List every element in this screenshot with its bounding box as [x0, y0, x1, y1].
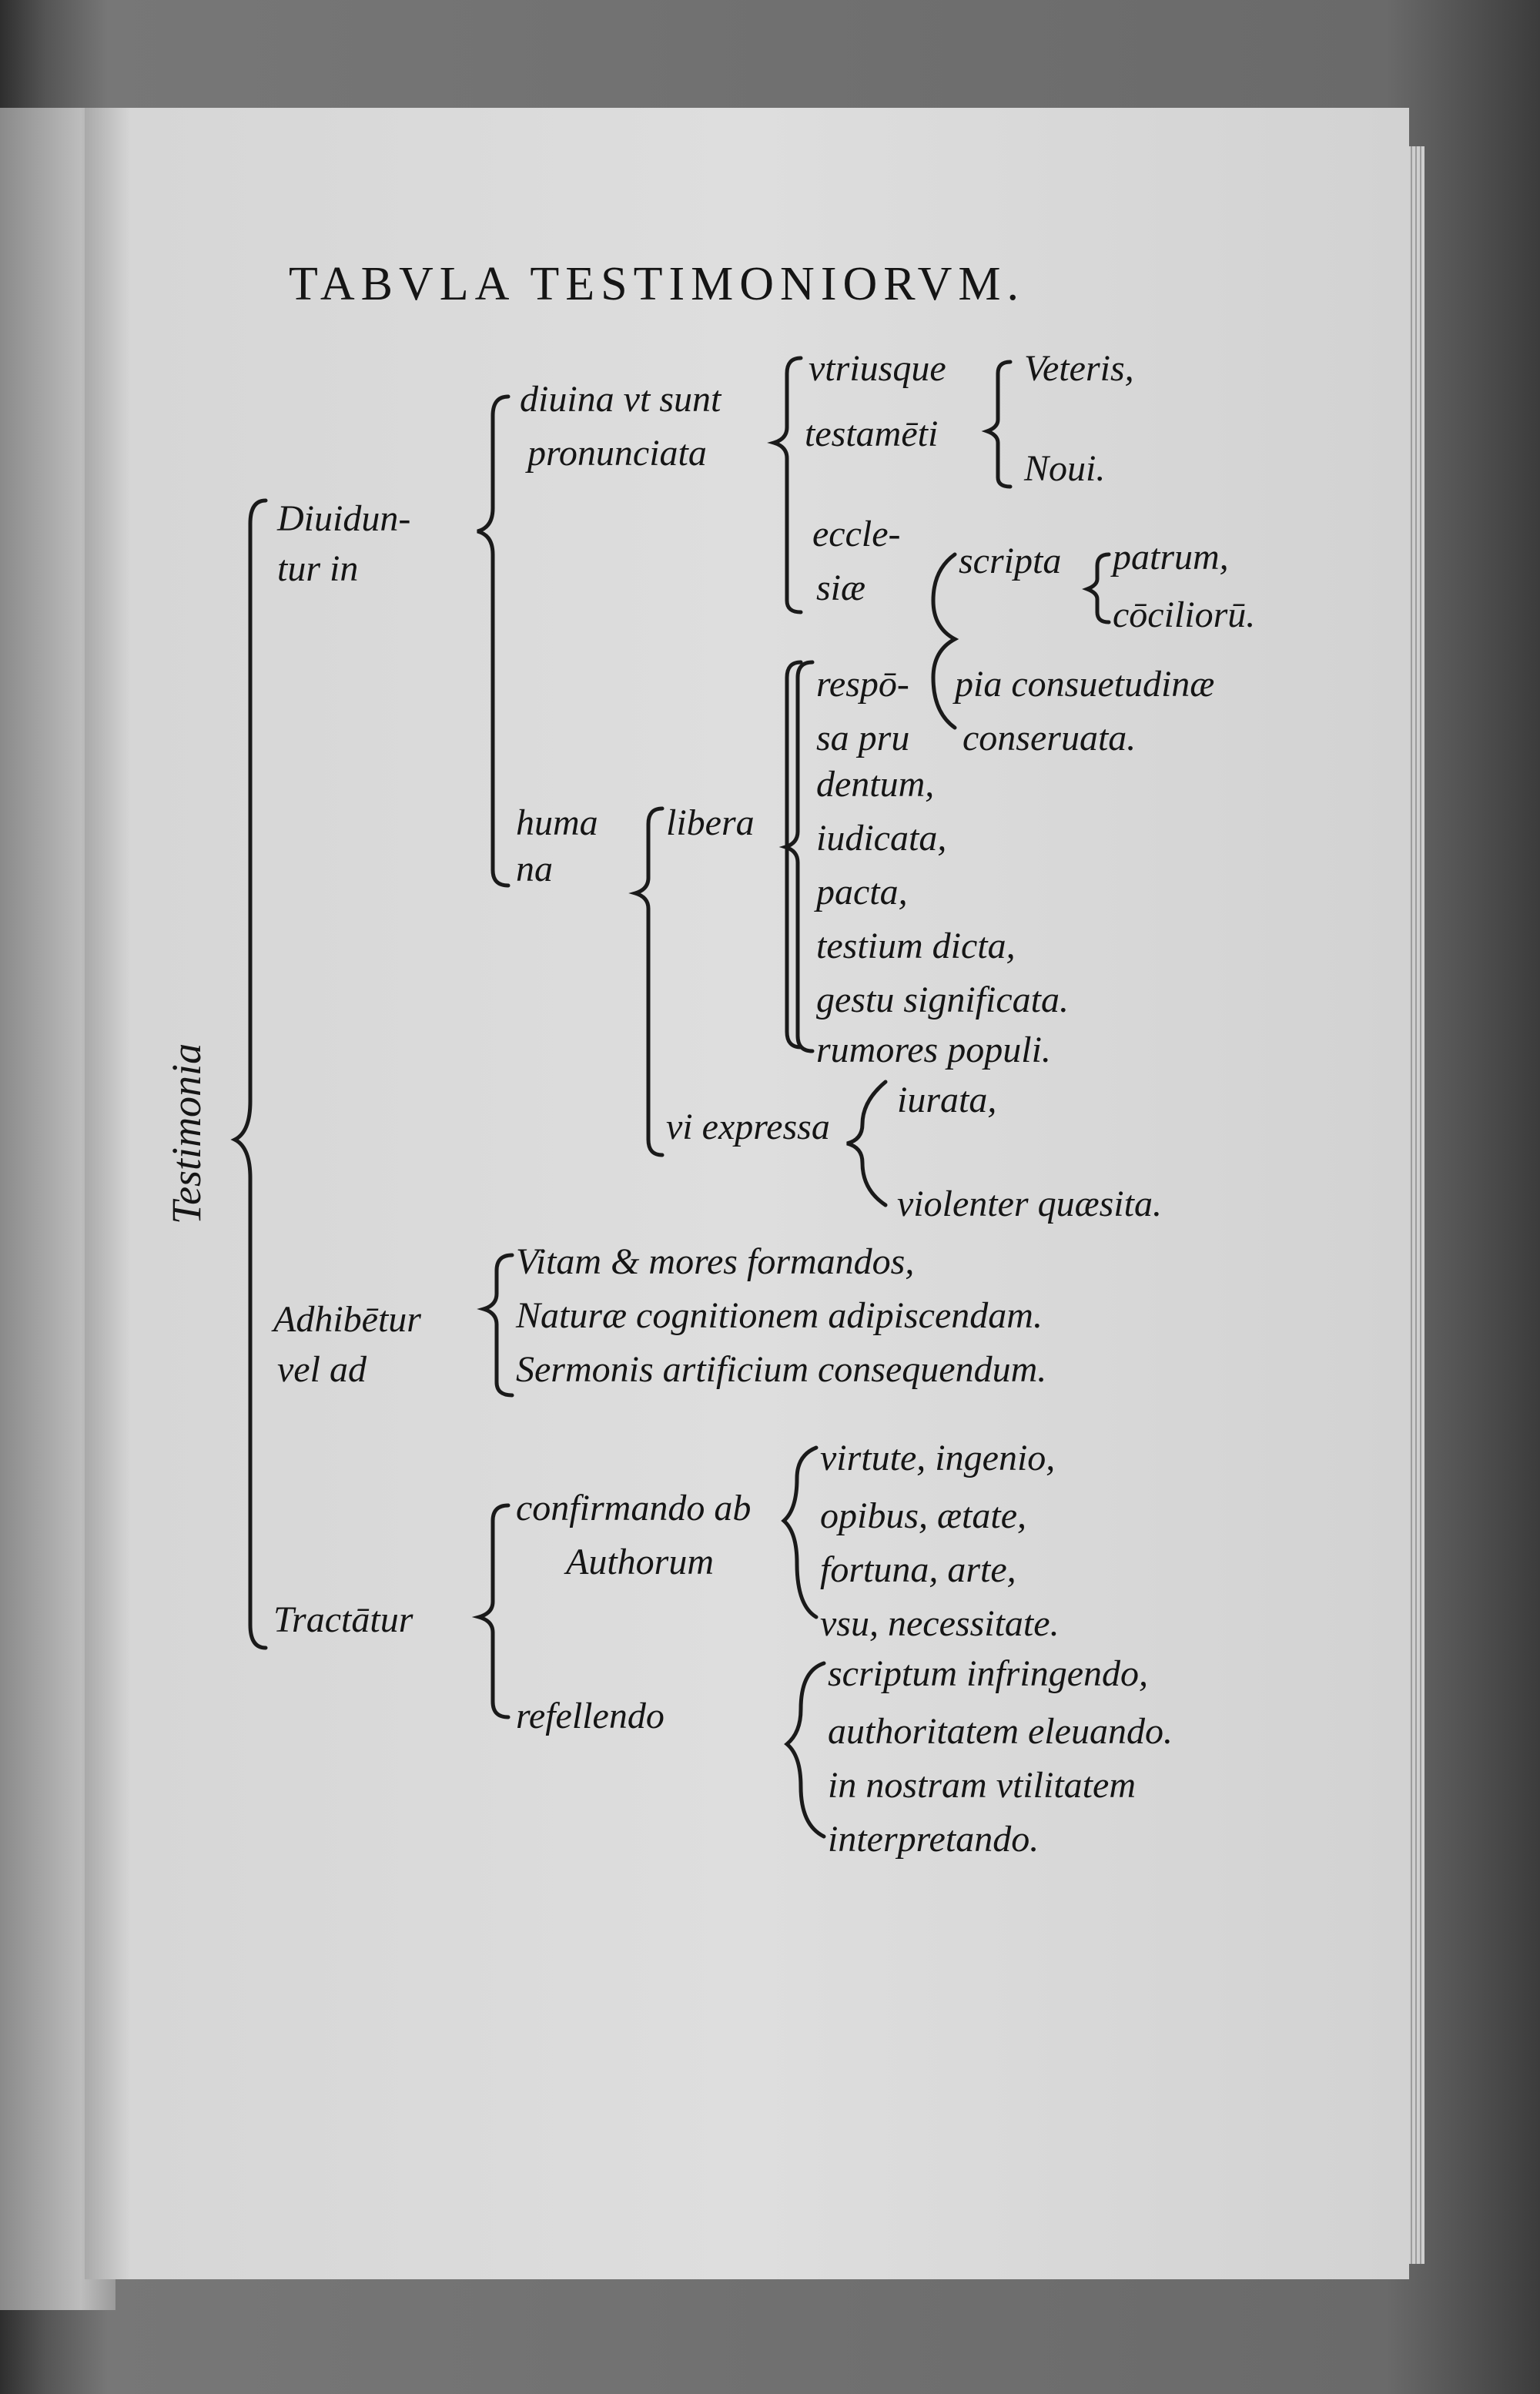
confirmando-item-4: vsu, necessitate. [820, 1603, 1060, 1644]
conciliorum: cōciliorū. [1113, 594, 1256, 635]
diuiduntur-label-line1: Diuidun- [277, 498, 411, 539]
bracket-adhibetur [477, 1253, 514, 1398]
refellendo-item-2: authoritatem eleuando. [828, 1711, 1173, 1752]
vtriusque-line1: vtriusque [808, 348, 946, 389]
bracket-vtriusque [981, 360, 1013, 489]
libera-item-5: pacta, [816, 872, 908, 912]
noui: Noui. [1024, 448, 1106, 489]
libera-item-8: rumores populi. [816, 1030, 1051, 1070]
page-title: TABVLA TESTIMONIORVM. [289, 258, 1026, 310]
confirmando-item-3: fortuna, arte, [820, 1549, 1016, 1590]
libera-item-2: sa pru [816, 718, 910, 758]
refellendo-item-3: in nostram vtilitatem [828, 1765, 1136, 1806]
libera: libera [666, 802, 755, 843]
ecclesiae-line2: siæ [816, 568, 866, 608]
adhibetur-item-2: Naturæ cognitionem adipiscendam. [516, 1295, 1043, 1336]
bracket-libera-items [778, 660, 815, 1053]
bracket-diuiduntur [477, 394, 511, 888]
veteris: Veteris, [1024, 348, 1134, 389]
humana-line1: huma [516, 802, 598, 843]
tractatur-label: Tractātur [273, 1599, 413, 1640]
vi-expressa: vi expressa [666, 1107, 830, 1147]
libera-item-7: gestu significata. [816, 979, 1069, 1020]
bracket-scripta [1082, 552, 1111, 624]
adhibetur-item-1: Vitam & mores formandos, [516, 1241, 915, 1282]
ecclesiae-line1: eccle- [812, 514, 901, 554]
root-label-testimonia: Testimonia [163, 1043, 209, 1224]
diuiduntur-label-line2: tur in [277, 548, 359, 589]
book-page [85, 108, 1409, 2279]
adhibetur-label-line2: vel ad [277, 1349, 367, 1390]
bracket-refellendo [784, 1661, 826, 1839]
confirmando-line1: confirmando ab [516, 1488, 752, 1528]
libera-item-6: testium dicta, [816, 926, 1016, 966]
libera-item-4: iudicata, [816, 818, 947, 859]
refellendo: refellendo [516, 1696, 665, 1736]
libera-item-3: dentum, [816, 764, 935, 805]
bracket-ecclesiae [931, 552, 959, 730]
bracket-testimonia [230, 498, 268, 1650]
confirmando-item-2: opibus, ætate, [820, 1495, 1027, 1536]
iurata: iurata, [897, 1080, 997, 1120]
confirmando-line2: Authorum [566, 1542, 714, 1582]
refellendo-item-4: interpretando. [828, 1819, 1040, 1860]
pia-consuetudine-line1: pia consuetudinæ [955, 664, 1215, 705]
bracket-humana [785, 660, 803, 1050]
bracket-vi-expressa [846, 1080, 888, 1207]
scripta: scripta [959, 541, 1062, 581]
bracket-diuina [767, 356, 803, 614]
patrum: patrum, [1113, 537, 1229, 578]
violenter-quaesita: violenter quæsita. [897, 1184, 1162, 1224]
diuina-line2: pronunciata [527, 433, 707, 474]
diuina-line1: diuina vt sunt [520, 379, 721, 420]
confirmando-item-1: virtute, ingenio, [820, 1438, 1056, 1478]
bracket-libera [628, 806, 665, 1157]
adhibetur-label-line1: Adhibētur [273, 1299, 421, 1340]
bracket-confirmando [781, 1445, 819, 1619]
refellendo-item-1: scriptum infringendo, [828, 1653, 1148, 1694]
bracket-tractatur [471, 1503, 511, 1719]
humana-line2: na [516, 849, 553, 889]
adhibetur-item-3: Sermonis artificium consequendum. [516, 1349, 1047, 1390]
libera-item-1: respō- [816, 664, 909, 705]
vtriusque-line2: testamēti [805, 414, 939, 454]
pia-consuetudine-line2: conseruata. [962, 718, 1137, 758]
